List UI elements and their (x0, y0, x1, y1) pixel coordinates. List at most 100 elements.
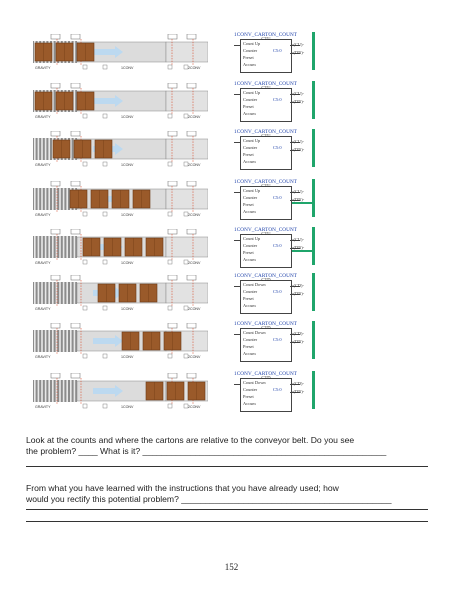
sensor-tag (70, 275, 81, 281)
conveyor-2 (165, 41, 208, 63)
count-type-label: Count Down (243, 380, 266, 385)
conveyor-1-label: 1CONV (121, 115, 134, 119)
indicator-square (102, 64, 108, 70)
counter-label: Counter (243, 97, 258, 102)
conveyor-2-label: 2CONV (188, 307, 201, 311)
conveyor-2 (165, 138, 208, 160)
roller (55, 330, 58, 352)
gravity-label: GRAVITY (35, 355, 51, 359)
indicator-square (102, 353, 108, 359)
indicator-square (82, 403, 88, 409)
tag-title: 1CONV_CARTON_COUNT (234, 81, 298, 87)
instruction-name: CTD (261, 277, 271, 282)
instruction-name: CTD (261, 375, 271, 380)
indicator-square (102, 211, 108, 217)
question-1-line-2: the problem? ____ What is it? __________… (26, 446, 387, 456)
roller (44, 188, 47, 210)
roller (59, 282, 61, 304)
counter-instruction: 1CONV_CARTON_COUNT CTU Count Up Counter … (234, 179, 324, 225)
count-type-label: Count Down (243, 282, 266, 287)
count-type-label: Count Up (243, 90, 261, 95)
count-type-label: Count Up (243, 138, 261, 143)
conveyor-1-label: 1CONV (121, 355, 134, 359)
gravity-label: GRAVITY (35, 261, 51, 265)
conveyor-1-label: 1CONV (121, 66, 134, 70)
roller (70, 236, 72, 258)
roller (70, 138, 72, 160)
sensor-tag (167, 275, 178, 281)
conveyor-2 (165, 236, 208, 258)
power-rail (312, 32, 315, 70)
roller (52, 188, 54, 210)
sensor-tag (186, 275, 197, 281)
indicator-square (183, 113, 189, 119)
roller (44, 138, 47, 160)
sensor-tag (167, 323, 178, 329)
roller (48, 282, 50, 304)
roller (41, 236, 43, 258)
counter-block: CTU Count Up Counter C5:0 Preset Accum (240, 133, 292, 170)
tag-title: 1CONV_CARTON_COUNT (234, 32, 298, 38)
output-coil-1: -(CD)- (292, 331, 304, 336)
indicator-square (102, 161, 108, 167)
roller (73, 330, 76, 352)
sensor-tag (167, 34, 178, 40)
power-rail (312, 81, 315, 119)
conveyor-2-label: 2CONV (188, 213, 201, 217)
instruction-name: CTU (261, 183, 271, 188)
count-type-label: Count Up (243, 188, 261, 193)
gravity-label: GRAVITY (35, 405, 51, 409)
roller (41, 282, 43, 304)
question-2-line-2: would you rectify this potential problem… (26, 494, 392, 504)
roller (59, 236, 61, 258)
sensor-tag (186, 34, 197, 40)
conveyor-1-label: 1CONV (121, 163, 134, 167)
conveyor-2-label: 2CONV (188, 355, 201, 359)
tag-title: 1CONV_CARTON_COUNT (234, 273, 298, 279)
accum-label: Accum (243, 401, 256, 406)
roller (59, 380, 61, 402)
gravity-label: GRAVITY (35, 66, 51, 70)
counter-block: CTU Count Up Counter C5:0 Preset Accum (240, 36, 292, 73)
preset-label: Preset (243, 250, 254, 255)
roller (66, 380, 68, 402)
gravity-section (33, 330, 77, 352)
roller (37, 282, 40, 304)
instruction-name: CTU (261, 231, 271, 236)
power-rail (312, 129, 315, 167)
sensor-tag (70, 229, 81, 235)
roller (62, 380, 65, 402)
power-rail (312, 273, 315, 311)
sensor-tag (50, 181, 61, 187)
tag-title: 1CONV_CARTON_COUNT (234, 321, 298, 327)
sensor-tag (50, 83, 61, 89)
roller (73, 380, 76, 402)
roller (48, 236, 50, 258)
roller (59, 188, 61, 210)
roller (73, 282, 76, 304)
sensor-tag (50, 131, 61, 137)
sensor-tag (70, 323, 81, 329)
counter-label: Counter (243, 145, 258, 150)
roller (37, 236, 40, 258)
roller (52, 330, 54, 352)
output-coil-2: -(DN)- (292, 389, 305, 394)
indicator-square (82, 113, 88, 119)
indicator-square (82, 64, 88, 70)
output-coil-1: -(CU)- (292, 42, 304, 47)
output-coil-2: -(DN)- (292, 339, 305, 344)
instruction-name: CTU (261, 36, 271, 41)
sensor-tag (70, 34, 81, 40)
indicator-square (82, 211, 88, 217)
output-coil-1: -(CU)- (292, 91, 304, 96)
count-type-label: Count Down (243, 330, 266, 335)
indicator-square (167, 353, 173, 359)
conveyor-1-label: 1CONV (121, 405, 134, 409)
counter-block: CTD Count Down Counter C5:0 Preset Accum (240, 375, 292, 412)
flow-arrow (93, 335, 123, 347)
counter-address: C5:0 (273, 243, 282, 248)
counter-block: CTD Count Down Counter C5:0 Preset Accum (240, 277, 292, 314)
